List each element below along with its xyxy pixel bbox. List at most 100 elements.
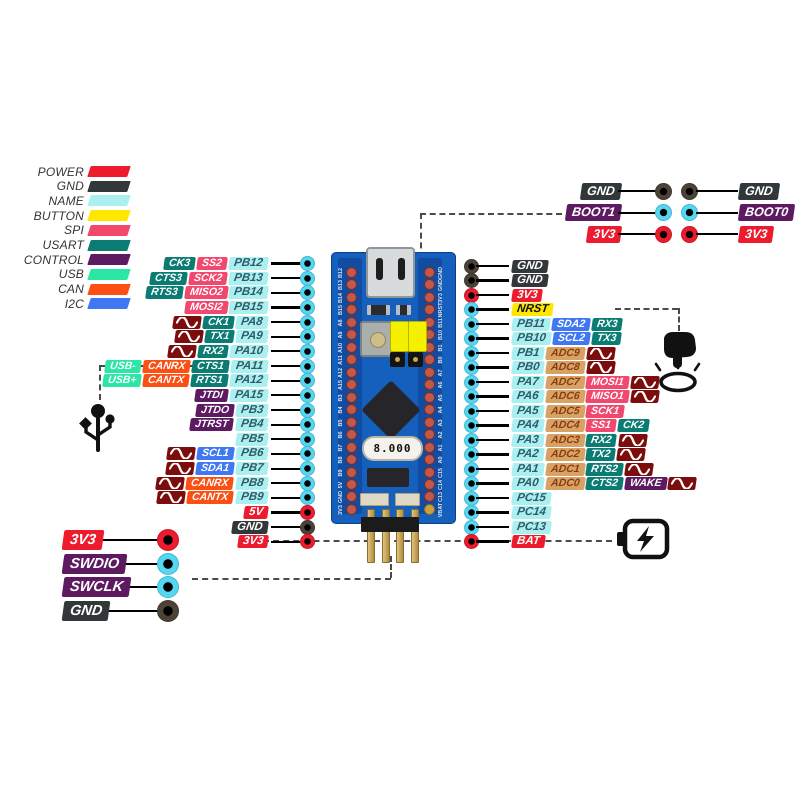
legend-label: CAN	[58, 282, 84, 297]
legend-swatch-usart	[87, 239, 131, 251]
pin-dot-gpio	[300, 285, 315, 301]
tag-cts3: CTS3	[149, 271, 189, 285]
pin-wire	[476, 482, 509, 485]
legend-label: USART	[42, 238, 84, 252]
tag-jtdo: JTDO	[194, 403, 235, 417]
boot1-jumper	[408, 321, 427, 352]
pin-wire	[271, 277, 303, 280]
board-hole	[424, 291, 435, 303]
board-hole	[424, 466, 435, 478]
pin-wire	[476, 308, 509, 311]
board-hole	[424, 429, 435, 441]
swd-header-pin	[367, 509, 375, 563]
tag-pb13: PB13	[228, 271, 269, 285]
tag-gnd: GND	[61, 600, 111, 621]
tag-scl2: SCL2	[551, 332, 591, 345]
silkscreen-label: 3V3	[338, 505, 344, 515]
tag-5v: 5V	[243, 506, 269, 520]
boot-wire	[618, 233, 657, 236]
tag-pb12: PB12	[228, 257, 269, 270]
tag-adc5: ADC5	[544, 404, 586, 418]
pin-wire	[476, 366, 509, 369]
boot-wire	[618, 211, 657, 214]
legend-item-power: POWER	[6, 165, 131, 179]
pin-wire	[476, 540, 509, 543]
pin-dot-gpio	[300, 446, 315, 462]
left-pin-row-gnd: GND	[0, 519, 315, 535]
tag-tx2: TX2	[585, 448, 617, 461]
pin-wire	[476, 337, 509, 340]
legend-item-can: CAN	[6, 282, 131, 297]
pin-dot-gpio	[157, 576, 179, 598]
board-hole	[424, 267, 435, 278]
pin-dot-gpio	[464, 461, 479, 477]
pin-dot-gpio	[464, 374, 479, 390]
pin-dot-gpio	[464, 403, 479, 419]
pin-dot-power	[300, 505, 315, 521]
pin-dot-gnd	[464, 273, 479, 288]
tag-pa8: PA8	[235, 315, 269, 329]
boot-wire	[618, 190, 657, 193]
boot0-jumper	[390, 321, 409, 352]
tag-rx3: RX3	[591, 317, 624, 331]
pin-dot-gnd	[655, 182, 672, 200]
legend-item-spi: SPI	[6, 223, 131, 237]
nrst-callout-dash-h	[615, 308, 678, 310]
tag-mosi2: MOSI2	[183, 300, 229, 314]
pin-dot-gnd	[681, 182, 698, 200]
left-pin-row-pb5: PB5	[0, 431, 315, 447]
board-hole	[424, 404, 435, 416]
tag-cantx: CANTX	[186, 491, 235, 505]
pwm-wave-icon	[172, 315, 203, 329]
pin-dot-gnd	[300, 519, 315, 535]
pin-dot-gpio	[464, 519, 479, 535]
pin-dot-gpio	[300, 431, 315, 447]
pin-dot-gpio	[300, 329, 315, 345]
tag-pa4: PA4	[511, 419, 545, 432]
pin-dot-gnd	[157, 599, 179, 622]
tag-pa12: PA12	[229, 374, 269, 388]
tag-tx1: TX1	[204, 330, 236, 344]
smd-capacitor	[395, 493, 420, 506]
legend-item-usart: USART	[6, 238, 131, 252]
pin-wire	[271, 408, 303, 412]
pin-wire	[271, 511, 303, 514]
tag-rts1: RTS1	[190, 374, 229, 388]
boot-wire	[696, 233, 738, 236]
tag-pb15: PB15	[228, 300, 269, 314]
board-hole	[346, 379, 357, 391]
tag-adc6: ADC6	[544, 390, 586, 403]
pin-wire	[271, 467, 303, 470]
right-pin-row-pc15: PC15	[464, 490, 800, 506]
crystal-frequency: 8.000	[373, 442, 412, 455]
board-hole	[424, 391, 435, 403]
tag-gnd: GND	[737, 182, 780, 200]
pin-dot-power	[464, 534, 479, 549]
tag-gnd: GND	[511, 274, 549, 287]
tag-ck1: CK1	[202, 315, 236, 329]
swd-callout-dash-h	[192, 578, 391, 580]
swd-header-pin	[382, 509, 390, 563]
tag-rts2: RTS2	[585, 462, 624, 476]
board-hole	[346, 416, 357, 428]
pwm-wave-icon	[155, 476, 186, 490]
pin-dot-gpio	[300, 358, 315, 374]
pin-dot-gpio	[300, 402, 315, 418]
board-hole	[424, 279, 435, 291]
tag-swclk: SWCLK	[61, 577, 132, 597]
pin-dot-gpio	[464, 302, 479, 317]
board-hole	[346, 441, 357, 453]
pwm-wave-icon	[166, 344, 197, 358]
legend-label: BUTTON	[33, 208, 84, 223]
tag-adc0: ADC0	[544, 477, 586, 490]
